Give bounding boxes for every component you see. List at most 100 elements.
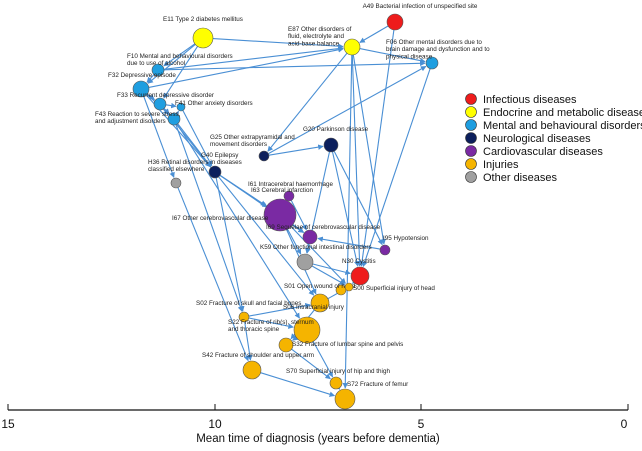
edge-i61-i69 <box>290 200 307 231</box>
node-s01: S01 Open wound of head <box>284 283 356 296</box>
edge-f32-e87 <box>148 47 344 88</box>
edge-g40-s02 <box>215 177 245 312</box>
edge-f10-e87 <box>163 45 344 70</box>
node-circle <box>167 112 181 126</box>
trajectory-edges <box>143 25 431 397</box>
node-n30: N30 Cystitis <box>342 258 376 286</box>
legend: Infectious diseases Endocrine and metabo… <box>465 93 642 184</box>
node-a49: A49 Bacterial infection of unspecified s… <box>363 3 478 31</box>
edge-e87-f06 <box>359 48 426 64</box>
node-i95: I95 Hypotension <box>379 235 429 256</box>
edge-g25-g20 <box>268 144 324 156</box>
edge-a49-e87 <box>359 25 389 43</box>
axis-title: Mean time of diagnosis (years before dem… <box>196 433 440 445</box>
node-circle <box>132 80 150 98</box>
node-label: I69 Sequelae of cerebrovascular disease <box>266 224 381 231</box>
node-label: F41 Other anxiety disorders <box>175 100 253 107</box>
edge-f43-s22 <box>176 123 300 319</box>
legend-item: Other diseases <box>465 171 557 184</box>
node-label: S72 Fracture of femur <box>347 381 408 388</box>
edge-s32-s70 <box>291 348 331 380</box>
node-label: F43 Reaction to severe stress,and adjust… <box>95 111 181 125</box>
legend-item: Endocrine and metabolic diseases <box>465 106 642 119</box>
node-g40: G40 Epilepsy <box>201 152 239 179</box>
edge-i67-i69 <box>292 224 304 233</box>
edge-f32-h36 <box>143 96 175 178</box>
node-circle <box>323 137 339 153</box>
tick-label: 10 <box>208 417 222 431</box>
node-label: S01 Open wound of head <box>284 283 356 290</box>
edge-f32-f33 <box>146 93 155 101</box>
legend-label: Other diseases <box>483 172 557 184</box>
node-circle <box>208 165 222 179</box>
legend-swatch-endocrine <box>465 106 477 118</box>
node-circle <box>263 198 297 232</box>
node-circle <box>296 253 314 271</box>
node-i61: I61 Intracerebral haemorrhage <box>248 181 334 202</box>
legend-item: Mental and behavioural disorders <box>465 119 642 132</box>
edge-f43-f41 <box>173 110 179 117</box>
node-label: G40 Epilepsy <box>201 152 239 159</box>
legend-label: Mental and behavioural disorders <box>483 120 642 132</box>
disease-nodes: A49 Bacterial infection of unspecified s… <box>95 3 490 410</box>
node-circle <box>238 311 250 323</box>
node-circle <box>278 337 294 353</box>
tick-label: 0 <box>621 417 628 431</box>
node-s70: S70 Superficial injury of hip and thigh <box>286 368 390 390</box>
node-label: S70 Superficial injury of hip and thigh <box>286 368 390 375</box>
node-circle <box>293 316 321 344</box>
edge-f10-f32 <box>146 74 155 83</box>
node-f32: F32 Depressive episode <box>108 72 176 98</box>
node-label: S02 Fracture of skull and facial bones <box>196 300 301 307</box>
legend-swatch-cardiovascular <box>465 145 477 157</box>
edge-e87-i95 <box>352 54 386 245</box>
edge-h36-s42 <box>177 187 249 362</box>
edge-s02-s06 <box>248 302 311 317</box>
time-axis: 15 10 5 0 Mean time of diagnosis (years … <box>1 404 629 445</box>
legend-label: Neurological diseases <box>483 133 591 145</box>
node-circle <box>386 13 404 31</box>
node-circle <box>329 376 343 390</box>
edge-i67-s00 <box>290 226 346 284</box>
node-circle <box>176 102 186 112</box>
node-k59: K59 Other functional intestinal disorder… <box>260 244 372 271</box>
edge-g20-i95 <box>333 150 383 246</box>
edge-s22-s32 <box>292 335 299 341</box>
edge-f41-g40 <box>182 110 213 167</box>
node-circle <box>343 38 361 56</box>
edge-f43-s02 <box>175 124 243 312</box>
edge-s42-s72 <box>260 372 336 397</box>
edge-g20-n30 <box>331 151 360 267</box>
edge-f33-f41 <box>165 102 177 109</box>
edge-e87-s72 <box>342 54 353 389</box>
node-label: I63 Cerebral infarction <box>251 187 313 194</box>
node-label: E11 Type 2 diabetes mellitus <box>163 16 243 23</box>
node-label: S00 Superficial injury of head <box>353 285 435 292</box>
node-s06: S06 Intracranial injury <box>283 293 345 313</box>
node-circle <box>151 63 165 77</box>
node-label: S42 Fracture of shoulder and upper arm <box>202 352 314 359</box>
edge-e87-n30 <box>351 54 363 267</box>
node-i67: I67 Other cerebrovascular disease <box>172 198 297 232</box>
legend-label: Endocrine and metabolic diseases <box>483 107 642 119</box>
node-label: I95 Hypotension <box>383 235 429 242</box>
tick-label: 5 <box>418 417 425 431</box>
node-label: I61 Intracerebral haemorrhage <box>248 181 334 188</box>
node-label: A49 Bacterial infection of unspecified s… <box>363 3 478 10</box>
edge-s02-s22 <box>248 317 294 329</box>
node-circle <box>258 150 270 162</box>
node-circle <box>283 190 295 202</box>
edge-s02-s42 <box>244 321 253 361</box>
legend-swatch-injuries <box>465 158 477 170</box>
edge-i69-k59 <box>305 243 311 254</box>
edge-f06-n30 <box>362 68 431 268</box>
node-e11: E11 Type 2 diabetes mellitus <box>163 16 243 49</box>
node-f43: F43 Reaction to severe stress,and adjust… <box>95 111 181 126</box>
